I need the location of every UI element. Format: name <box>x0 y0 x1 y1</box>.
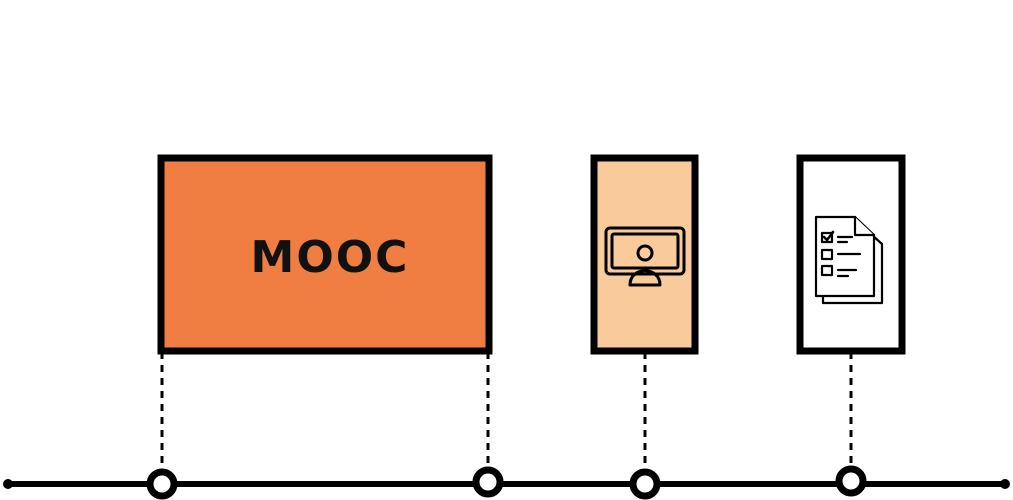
timeline-nodes <box>146 465 867 500</box>
assessment-box <box>796 154 906 355</box>
video-lesson-box-frame <box>590 154 699 355</box>
timeline-node <box>835 465 867 497</box>
video-lesson-box <box>590 154 699 355</box>
timeline-node <box>146 468 178 500</box>
timeline-start-cap <box>3 479 13 489</box>
timeline-node <box>472 466 504 498</box>
timeline-end-cap <box>1000 479 1010 489</box>
mooc-label: MOOC <box>251 232 410 283</box>
checklist-document-icon <box>814 215 884 305</box>
timeline-node <box>629 468 661 500</box>
mooc-box-frame <box>157 154 493 355</box>
presenter-screen-icon <box>604 226 686 287</box>
connectors <box>160 352 853 470</box>
mooc-box: MOOC <box>157 154 493 355</box>
